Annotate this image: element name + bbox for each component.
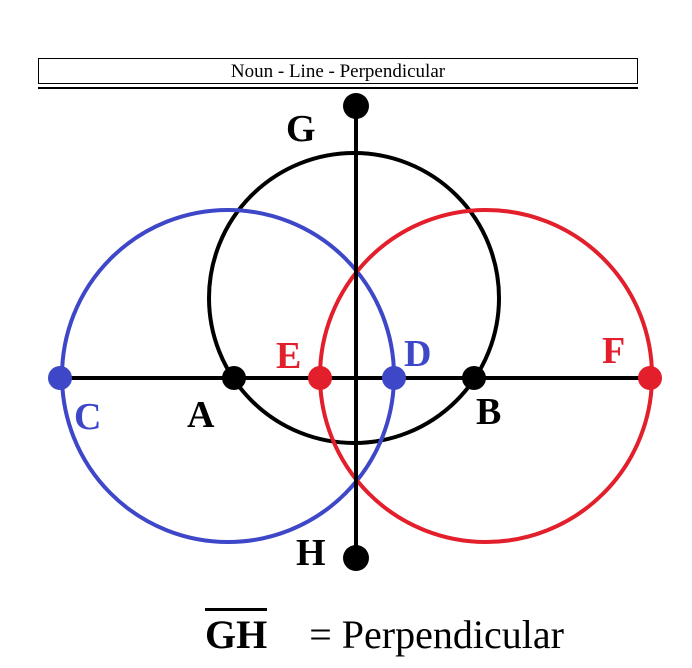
label-d: D [404, 333, 431, 375]
point-f [638, 366, 662, 390]
point-e [308, 366, 332, 390]
label-a: A [187, 394, 215, 436]
point-b [462, 366, 486, 390]
caption: GH = Perpendicular [205, 608, 564, 658]
label-h: H [296, 532, 326, 574]
caption-text: = Perpendicular [309, 612, 564, 657]
point-a [222, 366, 246, 390]
title-underline [38, 87, 638, 89]
label-e: E [276, 335, 301, 377]
label-g: G [286, 108, 316, 150]
point-g [343, 93, 369, 119]
segment-gh-label: GH [205, 608, 268, 655]
label-f: F [602, 330, 625, 372]
label-b: B [476, 391, 501, 433]
label-c: C [74, 396, 101, 438]
page-title: Noun - Line - Perpendicular [38, 58, 638, 84]
point-h [343, 545, 369, 571]
point-d [382, 366, 406, 390]
point-c [48, 366, 72, 390]
